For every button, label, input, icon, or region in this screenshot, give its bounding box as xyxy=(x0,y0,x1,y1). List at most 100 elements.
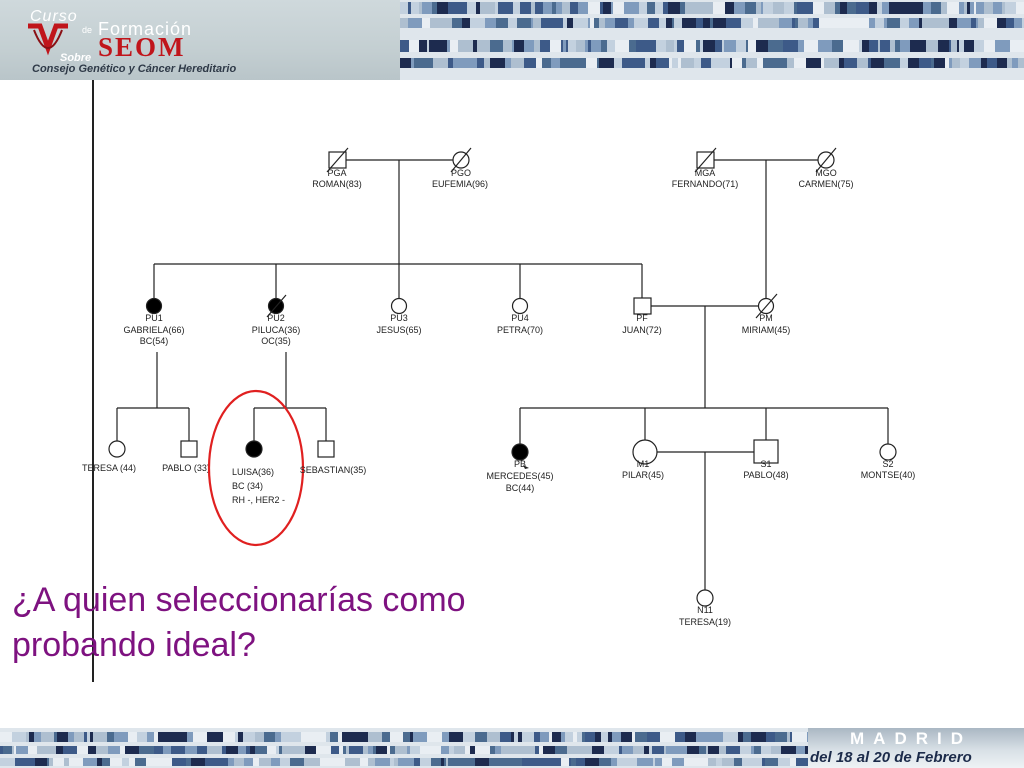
stripe xyxy=(495,2,498,14)
stripe xyxy=(591,40,595,52)
stripe xyxy=(798,40,804,52)
stripe xyxy=(781,746,796,754)
stripe xyxy=(108,746,120,754)
stripe xyxy=(601,40,607,52)
stripe xyxy=(783,40,798,52)
stripe xyxy=(751,732,766,742)
stripe xyxy=(682,18,696,28)
stripe xyxy=(442,732,449,742)
stripe xyxy=(824,58,839,68)
female-symbol xyxy=(390,297,408,315)
stripe xyxy=(757,58,763,68)
stripe xyxy=(217,758,228,766)
stripe xyxy=(846,18,851,28)
stripe xyxy=(552,2,556,14)
person-m1: M1 PILAR(45) xyxy=(622,439,664,480)
stripe xyxy=(617,758,630,766)
stripe xyxy=(771,758,778,766)
person-pu1: PU1 GABRIELA(66) BC(54) xyxy=(123,297,185,346)
stripe xyxy=(360,758,368,766)
stripe xyxy=(533,18,541,28)
stripe xyxy=(990,58,997,68)
stripe xyxy=(884,18,887,28)
stripe xyxy=(549,732,552,742)
stripe xyxy=(467,2,476,14)
stripe xyxy=(674,18,682,28)
stripe xyxy=(590,18,594,28)
stripe xyxy=(1007,58,1012,68)
stripe xyxy=(636,40,644,52)
stripe xyxy=(540,732,549,742)
stripe xyxy=(685,732,696,742)
stripe xyxy=(287,732,301,742)
stripe xyxy=(790,758,796,766)
stripe xyxy=(700,40,703,52)
logo-formacion: Formación xyxy=(98,19,193,39)
stripe xyxy=(742,758,754,766)
person-name: TERESA(19) xyxy=(679,617,731,627)
stripe xyxy=(743,732,751,742)
stripe xyxy=(694,58,701,68)
male-symbol xyxy=(180,440,198,458)
stripe xyxy=(567,746,580,754)
stripe xyxy=(740,2,745,14)
stripe xyxy=(622,746,631,754)
stripe xyxy=(651,18,659,28)
stripe xyxy=(465,746,470,754)
stripe xyxy=(430,18,443,28)
stripe xyxy=(884,2,889,14)
stripe xyxy=(444,758,446,766)
stripe xyxy=(806,58,821,68)
stripe xyxy=(69,758,83,766)
stripe xyxy=(650,58,656,68)
person-code: S1 xyxy=(760,459,771,469)
person-code: MGA xyxy=(695,168,716,178)
stripe xyxy=(887,18,900,28)
deceased-mark xyxy=(450,147,472,173)
stripe xyxy=(636,58,641,68)
stripe xyxy=(684,758,694,766)
stripe xyxy=(981,58,987,68)
stripe xyxy=(269,746,276,754)
stripe xyxy=(291,746,305,754)
stripe xyxy=(580,746,592,754)
stripe xyxy=(110,758,122,766)
stripe xyxy=(407,746,410,754)
stripe xyxy=(47,758,49,766)
stripe xyxy=(808,18,813,28)
male-symbol xyxy=(317,440,335,458)
stripe xyxy=(20,758,35,766)
person-code: MGO xyxy=(815,168,837,178)
stripe xyxy=(2,758,15,766)
stripe xyxy=(487,732,500,742)
stripe xyxy=(475,732,487,742)
stripe xyxy=(234,758,244,766)
stripe xyxy=(604,746,619,754)
stripe xyxy=(636,746,644,754)
logo-seom: SEOM xyxy=(98,32,186,62)
stripe xyxy=(663,2,668,14)
person-name: GABRIELA(66) xyxy=(123,325,184,335)
stripe xyxy=(672,58,678,68)
stripe xyxy=(35,758,47,766)
stripe xyxy=(756,2,761,14)
stripe xyxy=(279,746,282,754)
person-code: N11 xyxy=(697,605,713,615)
stripe xyxy=(722,758,734,766)
stripe xyxy=(246,746,250,754)
stripe xyxy=(984,2,993,14)
stripe xyxy=(253,758,259,766)
stripe xyxy=(995,40,1010,52)
person-mga: MGA FERNANDO(71) xyxy=(672,147,738,189)
stripe xyxy=(543,746,555,754)
stripe xyxy=(454,746,465,754)
stripe xyxy=(490,58,505,68)
person-code: PU3 xyxy=(390,313,408,323)
stripe xyxy=(844,58,857,68)
stripe xyxy=(959,2,964,14)
stripe xyxy=(400,18,408,28)
person-code: PU4 xyxy=(511,313,529,323)
stripe xyxy=(947,2,959,14)
stripe xyxy=(542,58,551,68)
stripe xyxy=(926,40,938,52)
